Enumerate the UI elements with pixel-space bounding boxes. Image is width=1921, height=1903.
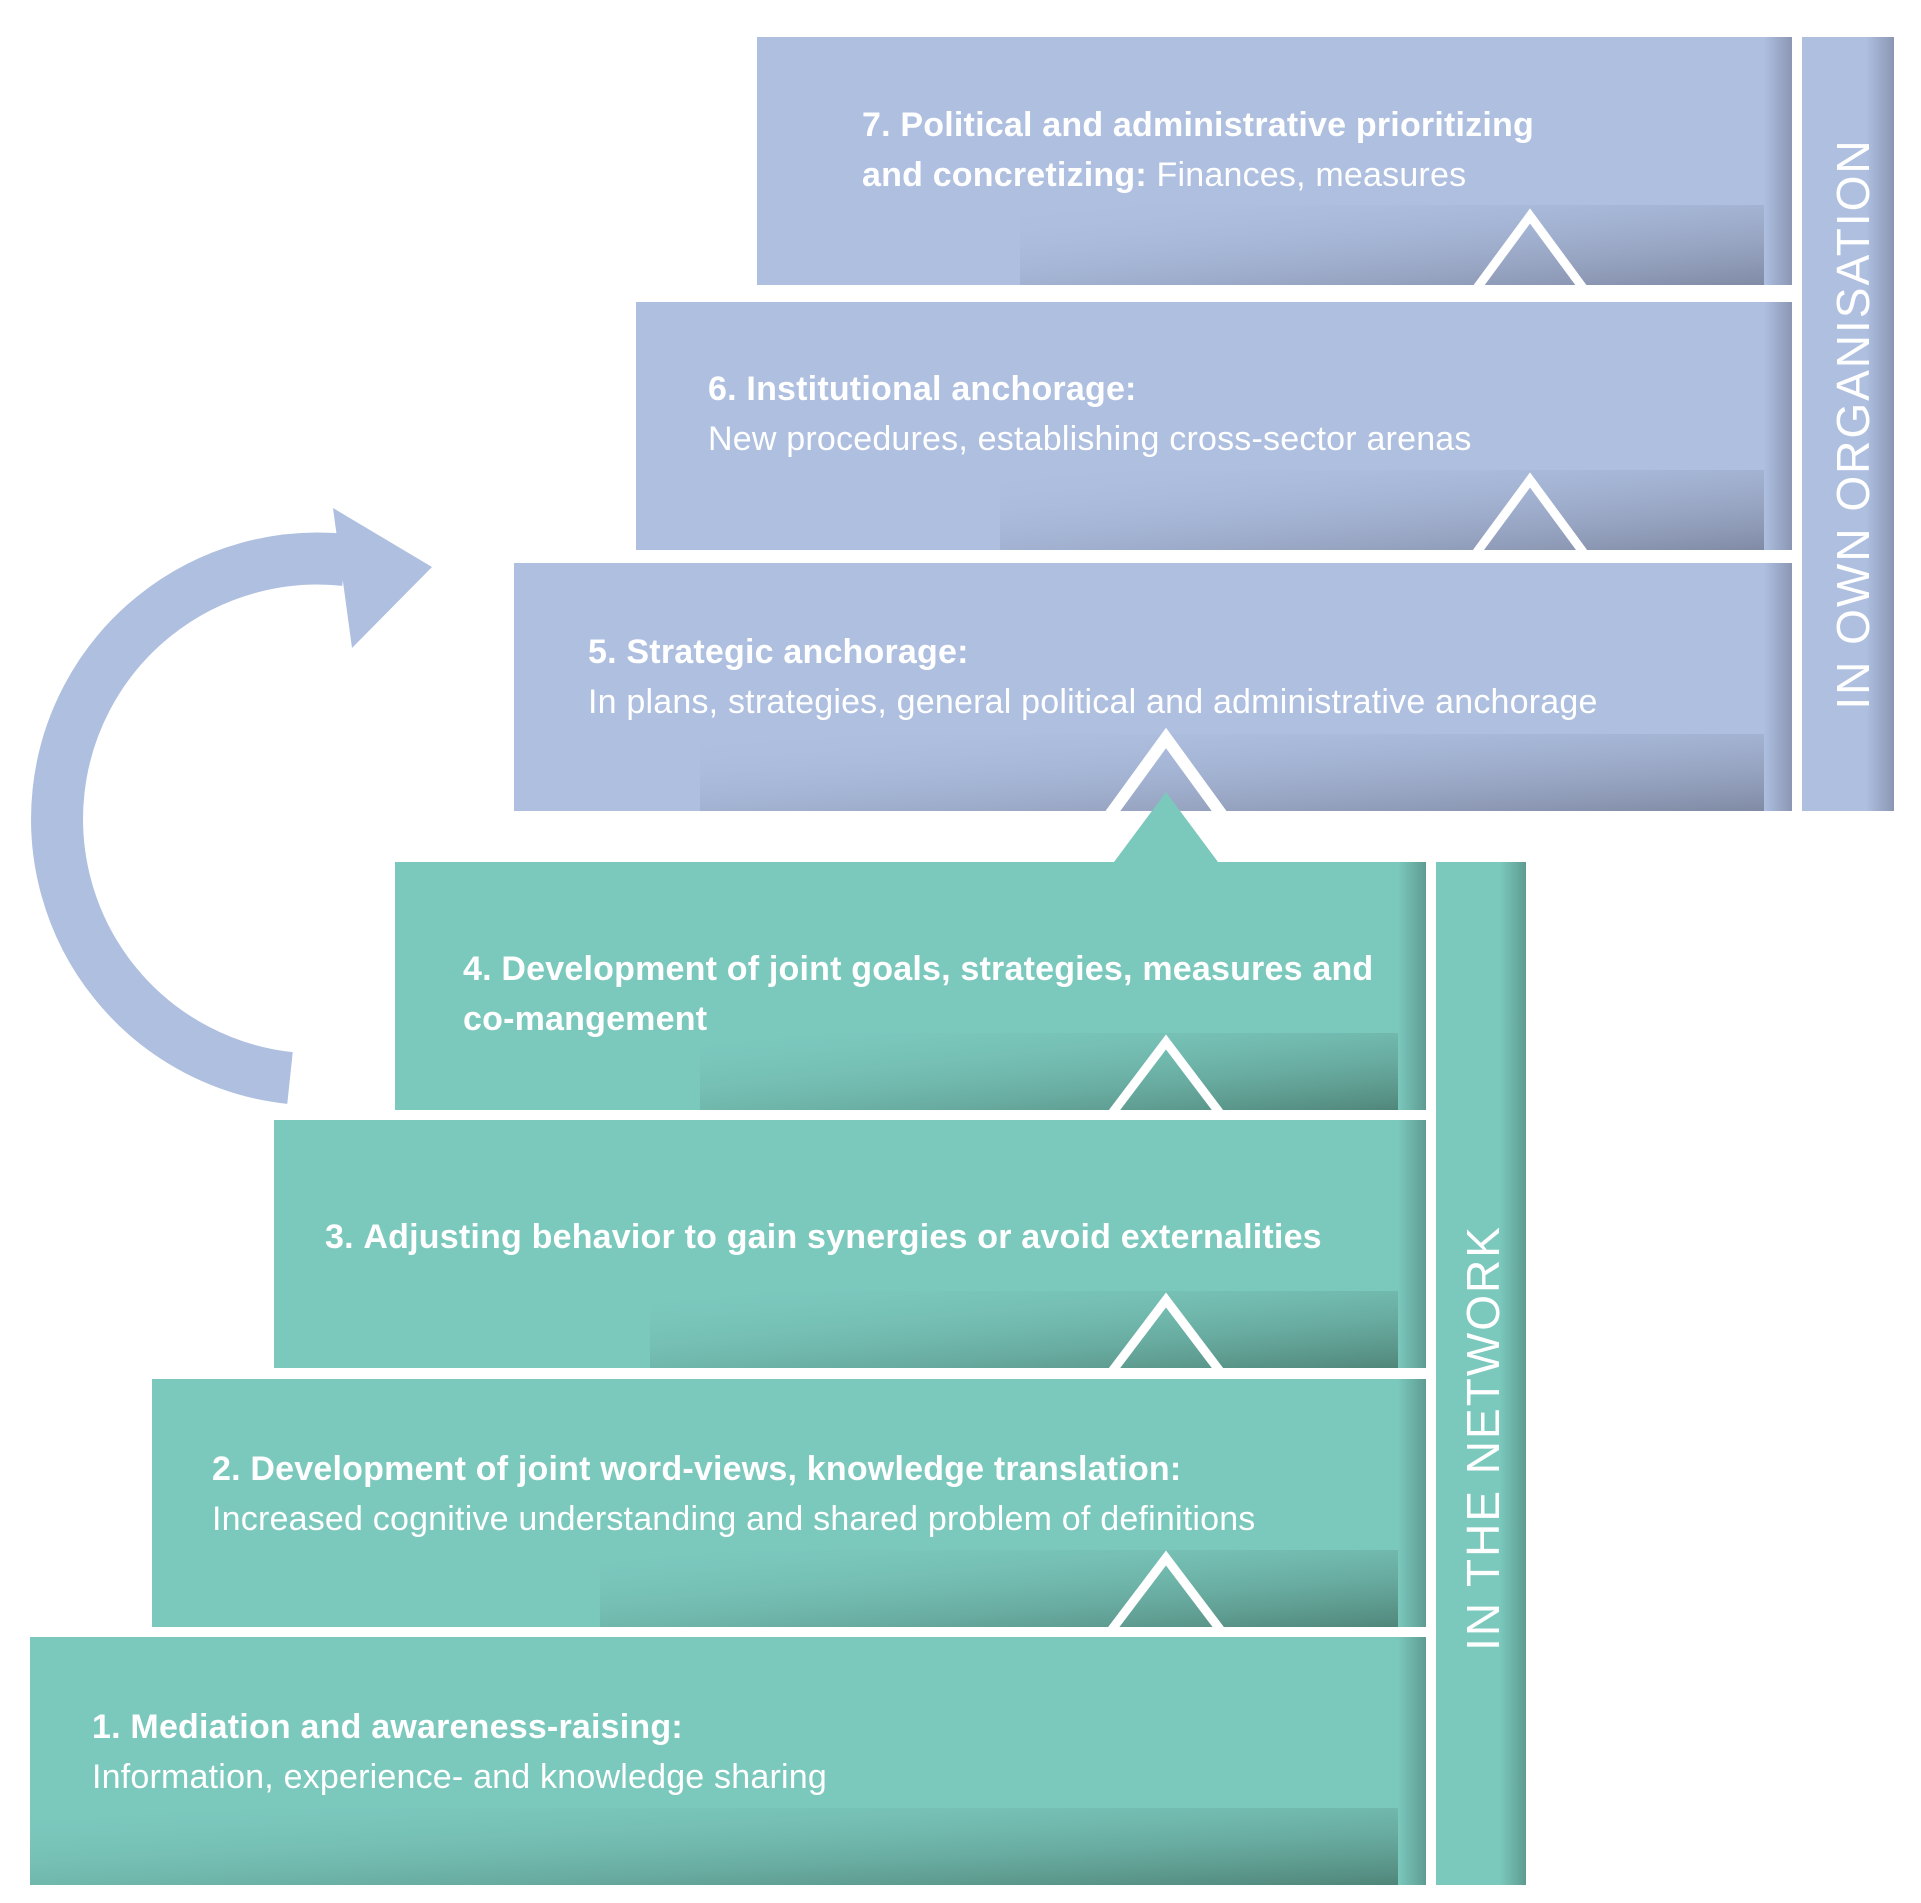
step-2-label: 2. Development of joint word-views, know… (212, 1444, 1412, 1544)
step-4-title: Development of joint goals, strategies, … (463, 950, 1374, 1038)
step-1-label: 1. Mediation and awareness-raising: Info… (92, 1702, 1292, 1802)
step-5-label: 5. Strategic anchorage: In plans, strate… (588, 627, 1768, 727)
step-7-bar (757, 37, 1792, 285)
step-2-title: Development of joint word-views, knowled… (250, 1450, 1182, 1488)
step-4-label: 4. Development of joint goals, strategie… (463, 944, 1383, 1044)
step-7-desc: Finances, measures (1156, 156, 1467, 194)
step-4-number: 4. (463, 950, 492, 988)
step-1-desc: Information, experience- and knowledge s… (92, 1758, 827, 1796)
step-5-title: Strategic anchorage: (626, 633, 969, 671)
step-1-bar (30, 1637, 1426, 1885)
step-3-label: 3. Adjusting behavior to gain synergies … (325, 1212, 1415, 1262)
step-7-title: Political and administrative prioritizin… (862, 106, 1534, 194)
step-6-bar (636, 302, 1792, 550)
step-4-bar (395, 862, 1426, 1110)
step-5-number: 5. (588, 633, 617, 671)
step-1-number: 1. (92, 1708, 121, 1746)
step-6-label: 6. Institutional anchorage: New procedur… (708, 364, 1748, 464)
side-label-network: IN THE NETWORK (1457, 1225, 1509, 1651)
step-2-desc: Increased cognitive understanding and sh… (212, 1500, 1256, 1538)
step-6-number: 6. (708, 370, 737, 408)
side-bar-network (1436, 862, 1526, 1885)
chevron-up-icon (1470, 208, 1590, 559)
step-5-bar (514, 563, 1792, 811)
step-3-number: 3. (325, 1218, 354, 1256)
step-7-number: 7. (862, 106, 891, 144)
transition-arrow-icon (31, 508, 432, 1104)
step-6-title: Institutional anchorage: (746, 370, 1137, 408)
step-2-number: 2. (212, 1450, 241, 1488)
step-2-bar (152, 1379, 1426, 1627)
side-bar-organisation (1802, 37, 1894, 811)
chevron-up-icon (1106, 1034, 1226, 1635)
step-3-bar (274, 1120, 1426, 1368)
step-1-title: Mediation and awareness-raising: (130, 1708, 683, 1746)
step-6-desc: New procedures, establishing cross-secto… (708, 420, 1472, 458)
step-7-label: 7. Political and administrative prioriti… (862, 100, 1602, 200)
chevron-up-icon (1105, 727, 1227, 862)
step-5-desc: In plans, strategies, general political … (588, 683, 1598, 721)
side-label-organisation: IN OWN ORGANISATION (1827, 138, 1879, 710)
step-3-title: Adjusting behavior to gain synergies or … (363, 1218, 1322, 1256)
